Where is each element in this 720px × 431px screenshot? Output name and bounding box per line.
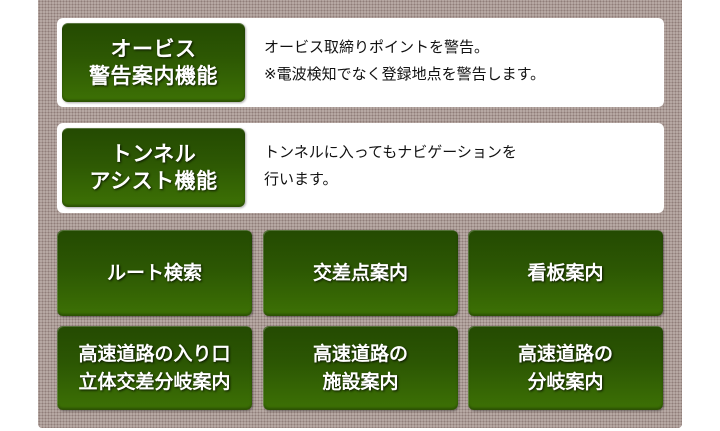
feature-panel: オービス 警告案内機能 オービス取締りポイントを警告。 ※電波検知でなく登録地点… — [38, 0, 682, 428]
orbis-description: オービス取締りポイントを警告。 ※電波検知でなく登録地点を警告します。 — [264, 34, 654, 88]
tunnel-description: トンネルに入ってもナビゲーションを 行います。 — [264, 139, 654, 193]
orbis-description-line-1: オービス取締りポイントを警告。 — [264, 38, 490, 56]
highway-entrance-label-line-1: 高速道路の入り口 — [78, 343, 231, 365]
tunnel-title-line-1: トンネル — [110, 141, 197, 166]
highway-junction-label-line-1: 高速道路の — [517, 343, 613, 365]
highway-junction-label-line-2: 分岐案内 — [527, 371, 604, 393]
highway-facility-label-line-2: 施設案内 — [322, 371, 399, 393]
highway-facility-label-line-1: 高速道路の — [312, 343, 408, 365]
orbis-description-line-2: ※電波検知でなく登録地点を警告します。 — [264, 65, 546, 83]
orbis-title-line-2: 警告案内機能 — [89, 63, 218, 88]
tunnel-title-line-2: アシスト機能 — [89, 168, 218, 193]
intersection-guide-label: 交差点案内 — [312, 262, 408, 284]
intersection-guide-button[interactable]: 交差点案内 — [263, 230, 458, 316]
orbis-title-line-1: オービス — [110, 36, 197, 61]
route-search-label: ルート検索 — [106, 262, 202, 284]
highway-entrance-junction-button[interactable]: 高速道路の入り口 立体交差分岐案内 — [57, 326, 252, 410]
highway-facility-guide-button[interactable]: 高速道路の 施設案内 — [263, 326, 458, 410]
feature-card-tunnel: トンネル アシスト機能 トンネルに入ってもナビゲーションを 行います。 — [57, 123, 664, 213]
tunnel-description-line-2: 行います。 — [264, 170, 338, 188]
tunnel-description-line-1: トンネルに入ってもナビゲーションを — [264, 143, 517, 161]
signboard-guide-label: 看板案内 — [527, 262, 604, 284]
signboard-guide-button[interactable]: 看板案内 — [468, 230, 663, 316]
orbis-warning-label: オービス 警告案内機能 — [62, 23, 245, 102]
route-search-button[interactable]: ルート検索 — [57, 230, 252, 316]
feature-card-orbis: オービス 警告案内機能 オービス取締りポイントを警告。 ※電波検知でなく登録地点… — [57, 18, 664, 107]
highway-junction-guide-button[interactable]: 高速道路の 分岐案内 — [468, 326, 663, 410]
tunnel-assist-label: トンネル アシスト機能 — [62, 128, 245, 207]
highway-entrance-label-line-2: 立体交差分岐案内 — [78, 371, 231, 393]
